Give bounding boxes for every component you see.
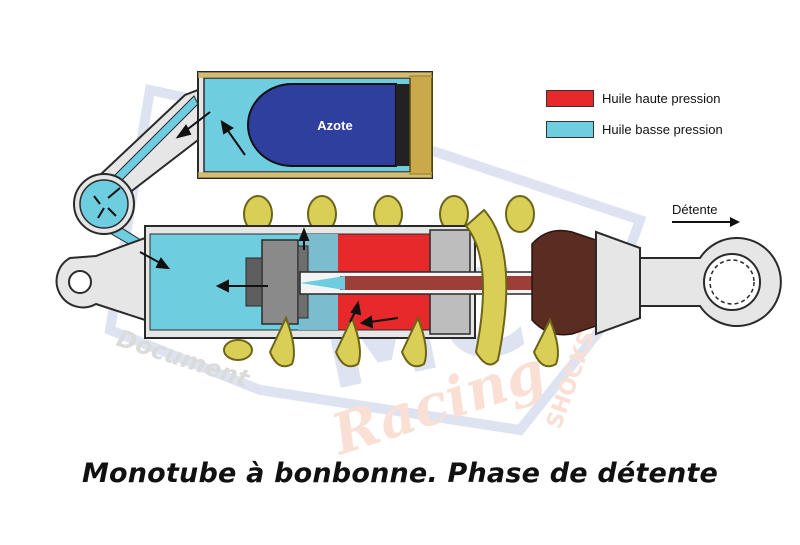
- lower-eyelet: [55, 236, 146, 322]
- legend-swatch-high-pressure: [546, 89, 594, 107]
- flow-arrows: [93, 111, 399, 329]
- rod-end: [531, 229, 782, 336]
- legend-label-high-pressure: Huile haute pression: [602, 90, 721, 106]
- spring-back: [243, 195, 535, 233]
- rebound-direction-label: Détente: [672, 202, 718, 217]
- nitrogen-chamber: [247, 83, 397, 167]
- piston: [261, 239, 299, 325]
- legend-item-high-pressure: Huile haute pression: [546, 88, 776, 108]
- rod-eyelet: [703, 253, 761, 311]
- shock-body: [144, 225, 681, 339]
- reservoir: [197, 71, 433, 179]
- legend-swatch-low-pressure: [546, 120, 594, 138]
- rebound-bumper: [531, 229, 597, 336]
- nitrogen-label: Azote: [317, 118, 353, 133]
- diagram-caption: Monotube à bonbonne. Phase de détente: [81, 458, 719, 489]
- bridge: [73, 88, 199, 263]
- watermark-shape: [104, 84, 647, 436]
- legend-item-low-pressure: Huile basse pression: [546, 119, 776, 139]
- floating-piston: [396, 84, 410, 166]
- spring-front: [223, 208, 559, 368]
- detente-arrow: [672, 217, 740, 227]
- legend: Huile haute pression Huile basse pressio…: [546, 88, 776, 150]
- reservoir-cap: [409, 75, 433, 175]
- legend-label-low-pressure: Huile basse pression: [602, 121, 723, 137]
